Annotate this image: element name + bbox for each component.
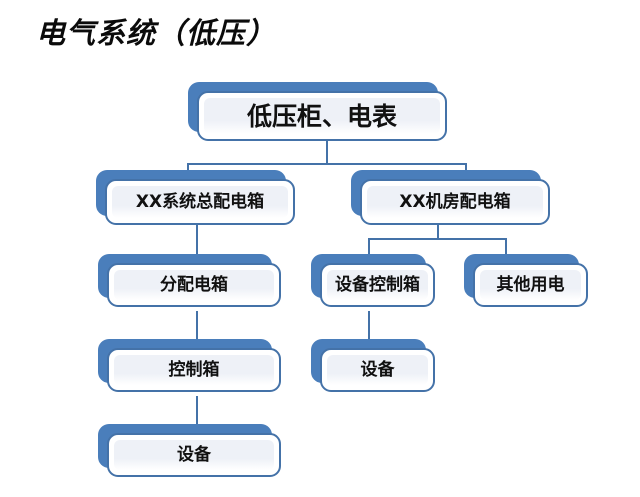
connector-room-box-stem bbox=[437, 225, 439, 239]
node-face: 其他用电 bbox=[473, 263, 588, 307]
node-inner-fill bbox=[327, 270, 428, 300]
connector-root-stem bbox=[326, 140, 328, 164]
node-root[interactable]: 低压柜、电表 bbox=[188, 82, 447, 141]
node-inner-fill bbox=[204, 98, 440, 134]
node-equip-ctrl-box[interactable]: 设备控制箱 bbox=[311, 254, 435, 307]
node-inner-fill bbox=[114, 270, 274, 300]
connector-row2-bus bbox=[187, 163, 466, 165]
node-label: XX系统总配电箱 bbox=[135, 191, 265, 212]
node-equip-left[interactable]: 设备 bbox=[98, 424, 281, 477]
node-ctrl-box[interactable]: 控制箱 bbox=[98, 339, 281, 392]
node-face: XX机房配电箱 bbox=[360, 179, 550, 225]
node-inner-fill bbox=[367, 186, 543, 218]
node-other-power[interactable]: 其他用电 bbox=[464, 254, 588, 307]
connector-ctrl-box-to-equip bbox=[196, 396, 198, 424]
node-label: 其他用电 bbox=[496, 274, 565, 295]
node-label: 分配电箱 bbox=[160, 274, 228, 295]
node-face: 控制箱 bbox=[107, 348, 281, 392]
node-inner-fill bbox=[114, 355, 274, 385]
node-face: 设备 bbox=[107, 433, 281, 477]
node-face: 分配电箱 bbox=[107, 263, 281, 307]
node-label: 低压柜、电表 bbox=[246, 101, 397, 131]
node-room-box[interactable]: XX机房配电箱 bbox=[351, 170, 550, 225]
connector-row3-bus bbox=[368, 238, 506, 240]
node-face: 低压柜、电表 bbox=[197, 91, 447, 141]
node-inner-fill bbox=[114, 440, 274, 470]
connector-drop-other-power bbox=[505, 238, 507, 254]
node-inner-fill bbox=[112, 186, 288, 218]
connector-sys-main-to-sub-box bbox=[196, 225, 198, 254]
node-face: 设备 bbox=[320, 348, 435, 392]
connector-sub-box-to-ctrl-box bbox=[196, 311, 198, 339]
node-label: 设备控制箱 bbox=[335, 274, 420, 295]
node-label: 控制箱 bbox=[168, 359, 220, 380]
node-label: XX机房配电箱 bbox=[399, 191, 511, 212]
node-sub-box[interactable]: 分配电箱 bbox=[98, 254, 281, 307]
connector-drop-equip-ctrl-box bbox=[368, 238, 370, 254]
node-label: 设备 bbox=[360, 359, 395, 380]
node-inner-fill bbox=[327, 355, 428, 385]
page-title: 电气系统（低压） bbox=[36, 16, 277, 50]
node-label: 设备 bbox=[177, 444, 211, 465]
node-equip-mid[interactable]: 设备 bbox=[311, 339, 435, 392]
node-sys-main-box[interactable]: XX系统总配电箱 bbox=[96, 170, 295, 225]
connector-equip-ctrl-to-equip bbox=[368, 311, 370, 339]
node-face: 设备控制箱 bbox=[320, 263, 435, 307]
node-face: XX系统总配电箱 bbox=[105, 179, 295, 225]
node-inner-fill bbox=[480, 270, 581, 300]
